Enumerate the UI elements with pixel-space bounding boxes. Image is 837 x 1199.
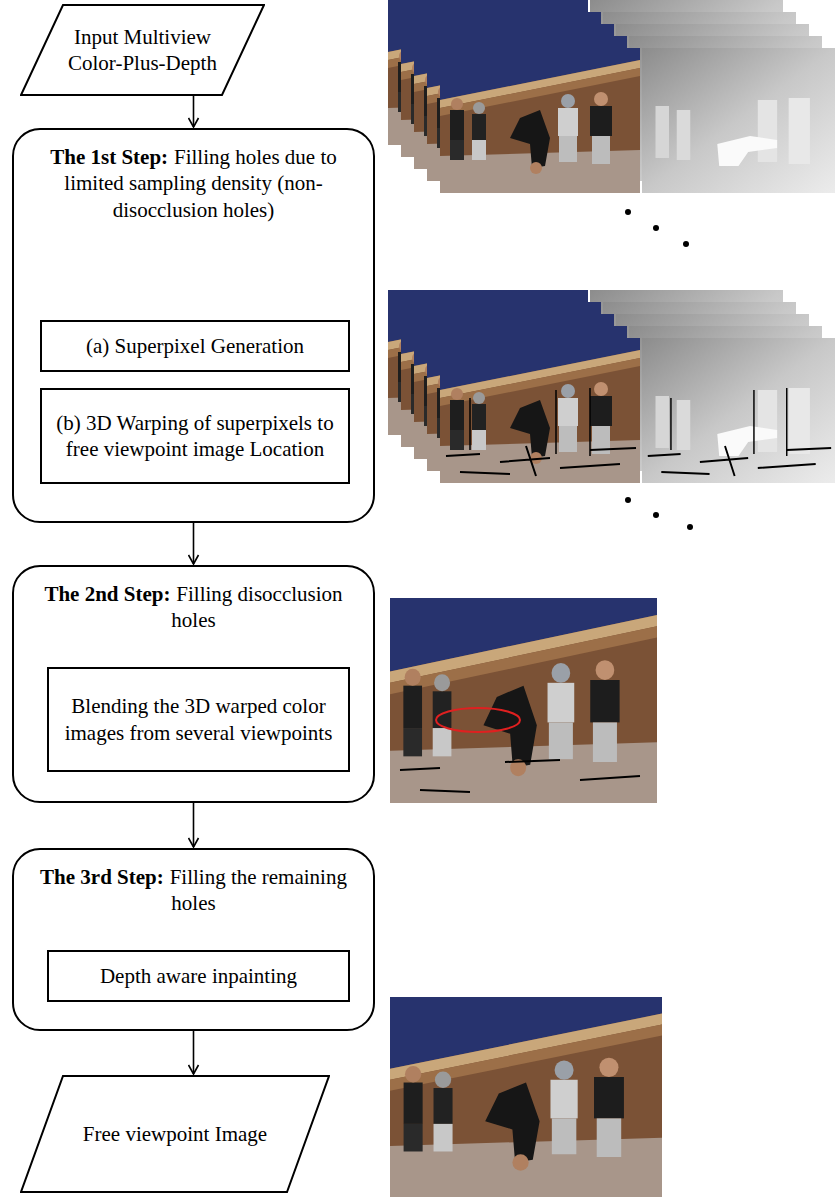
text-line: The 3rd Step:Filling the remaining holes [28,864,359,917]
color-frame [440,48,640,193]
text-block: (b) 3D Warping of superpixels to free vi… [42,390,348,482]
dot [625,209,631,215]
step-heading: The 2nd Step: [44,582,170,606]
input-frame-stack [388,0,835,193]
process-box: Depth aware inpainting [47,950,350,1002]
text-line: Depth aware inpainting [100,963,297,989]
text-block: (a) Superpixel Generation [42,322,348,370]
output-parallelogram: Free viewpoint Image [20,1075,330,1193]
color-frame [390,598,657,803]
node-label: Free viewpoint Image [83,1122,267,1146]
node-label: Depth aware inpainting [100,964,297,988]
dot [687,524,693,530]
text-line: (a) Superpixel Generation [86,333,304,359]
hole-cracks [446,388,636,476]
node-label: (b) 3D Warping of superpixels to free vi… [56,411,333,461]
text-block: Depth aware inpainting [49,952,348,1000]
dot [653,225,659,231]
text-block: Free viewpoint Image [20,1075,330,1193]
node-label: Filling the remaining holes [170,865,347,915]
hole-cracks [648,388,831,476]
highlight-ellipse [436,708,520,732]
output-image [390,997,662,1197]
parallelogram-outline [20,4,265,96]
text-line: Input Multiview Color-Plus-Depth [66,24,219,77]
warped-frame-stack [388,290,835,483]
ellipsis-dots [625,209,689,247]
text-line: Free viewpoint Image [83,1121,267,1147]
node-label: Filling disocclusion holes [171,582,342,632]
parallelogram-shape [21,1076,329,1192]
flow-arrow [193,96,195,127]
text-block: Blending the 3D warped color images from… [49,669,348,770]
node-label: Blending the 3D warped color images from… [65,694,333,744]
text-line: The 1st Step:Filling holes due to limite… [28,144,359,223]
step-box: The 1st Step:Filling holes due to limite… [12,128,375,523]
input-parallelogram: Input Multiview Color-Plus-Depth [20,4,265,96]
dot [625,497,631,503]
text-block: Input Multiview Color-Plus-Depth [20,4,265,96]
text-line: Blending the 3D warped color images from… [61,693,336,746]
node-label: (a) Superpixel Generation [86,334,304,358]
color-frame [440,338,640,483]
ellipsis-dots [625,497,693,530]
text-block: The 3rd Step:Filling the remaining holes [14,850,373,917]
depth-frame [642,338,835,483]
depth-frame [642,48,835,193]
dot [683,241,689,247]
text-line: The 2nd Step:Filling disocclusion holes [28,581,359,634]
flow-arrow [193,802,195,847]
flow-arrow [193,1030,195,1074]
step-box: The 3rd Step:Filling the remaining holes… [12,848,375,1031]
parallelogram-shape [21,5,264,95]
step-box: The 2nd Step:Filling disocclusion holesB… [12,565,375,803]
hole-cracks [400,760,640,792]
text-block: The 1st Step:Filling holes due to limite… [14,130,373,223]
dot [653,512,659,518]
text-block: The 2nd Step:Filling disocclusion holes [14,567,373,634]
text-line: (b) 3D Warping of superpixels to free vi… [54,410,336,463]
process-box: Blending the 3D warped color images from… [47,667,350,772]
color-frame [390,997,662,1197]
step-heading: The 3rd Step: [40,865,164,889]
node-label: Input Multiview Color-Plus-Depth [68,25,217,75]
flow-arrow [193,522,195,564]
process-box: (b) 3D Warping of superpixels to free vi… [40,388,350,484]
blended-image [390,598,657,803]
process-box: (a) Superpixel Generation [40,320,350,372]
step-heading: The 1st Step: [50,145,168,169]
